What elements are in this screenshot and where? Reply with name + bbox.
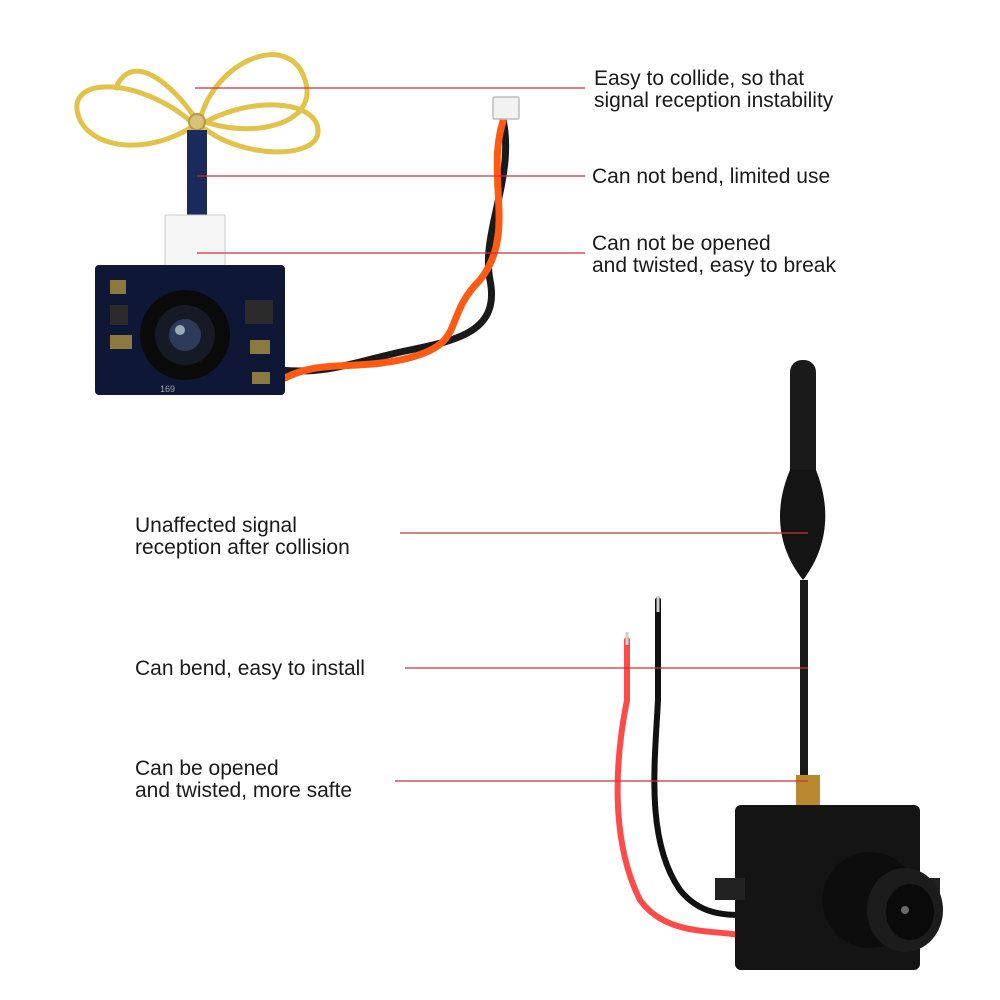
antenna-cable <box>800 580 808 780</box>
antenna-stem <box>187 130 207 225</box>
callout-label-unaffected-signal: Unaffected signal reception after collis… <box>135 515 350 559</box>
jst-connector <box>492 96 520 120</box>
board-marking: 169 <box>160 384 175 394</box>
black-wire <box>651 597 748 918</box>
antenna-whip-tip <box>790 360 816 500</box>
bottom-camera-product <box>614 360 943 970</box>
callout-label-can-be-opened: Can be opened and twisted, more safte <box>135 758 352 802</box>
callout-text: Can be opened <box>135 757 279 780</box>
callout-label-stem-not-bendable: Can not bend, limited use <box>592 166 830 188</box>
callout-text: and twisted, more safte <box>135 779 353 802</box>
callout-text: reception after collision <box>135 536 350 559</box>
red-wire <box>614 637 743 938</box>
callout-text: Can bend, easy to install <box>135 657 365 680</box>
callout-text: Can not be opened <box>592 232 771 255</box>
callout-lines <box>195 87 808 782</box>
twisted-wire <box>276 104 512 382</box>
callout-text: signal reception instability <box>594 89 834 112</box>
callout-text: Easy to collide, so that <box>594 67 805 90</box>
antenna-connector <box>796 775 820 805</box>
top-camera-product: 169 <box>74 52 520 395</box>
cloverleaf-antenna <box>74 52 321 155</box>
antenna-base <box>164 214 226 268</box>
callout-label-not-openable: Can not be opened and twisted, easy to b… <box>592 233 836 277</box>
callout-text: Can not bend, limited use <box>592 165 831 188</box>
callout-label-antenna-collision: Easy to collide, so that signal receptio… <box>594 68 833 112</box>
callout-text: Unaffected signal <box>135 514 297 537</box>
callout-text: and twisted, easy to break <box>592 254 836 277</box>
callout-label-can-bend: Can bend, easy to install <box>135 658 365 680</box>
